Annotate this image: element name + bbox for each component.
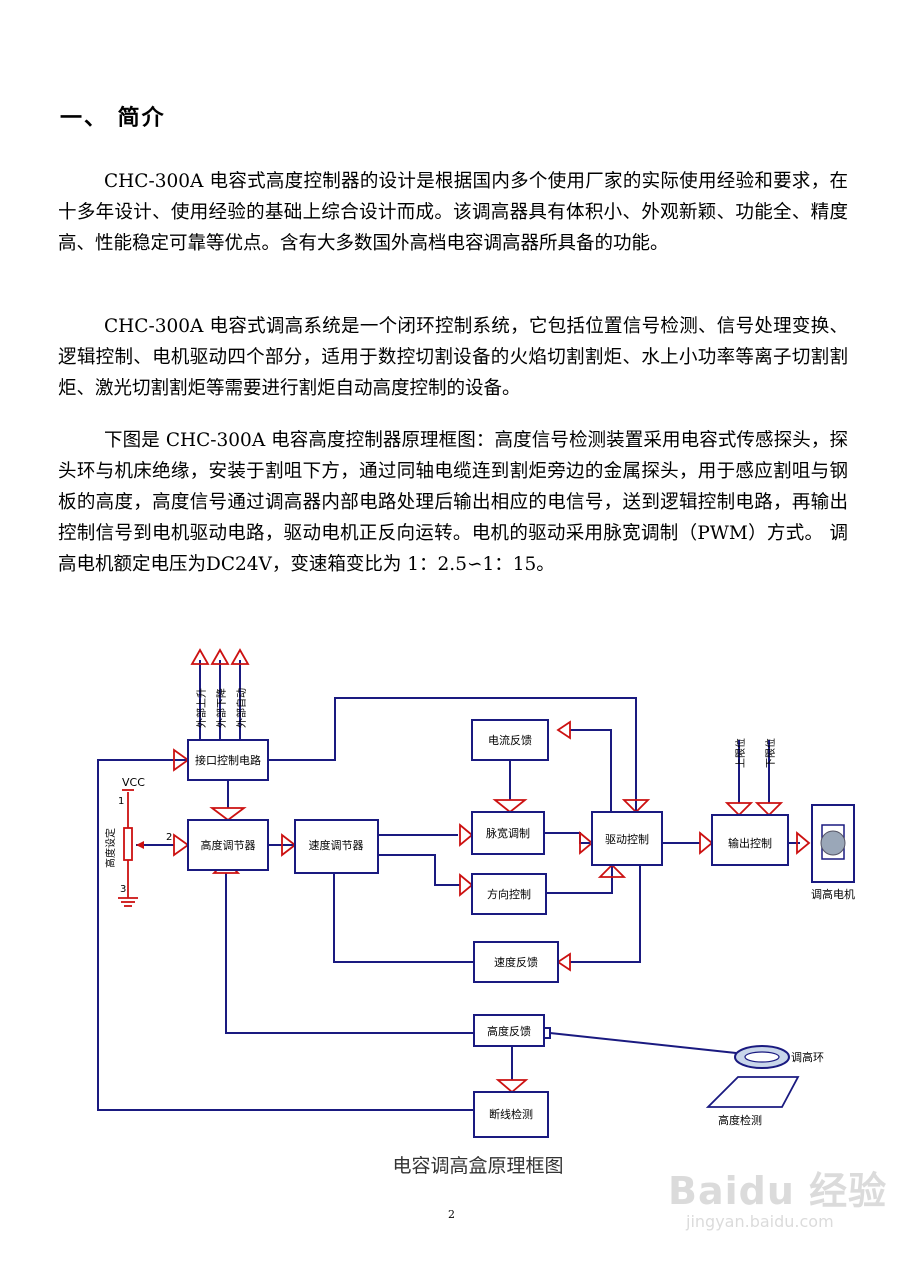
block-drive: 驱动控制 [591,811,663,866]
paragraph-intro: CHC-300A 电容式高度控制器的设计是根据国内多个使用厂家的实际使用经验和要… [58,171,848,254]
section-heading: 一、 简介 [60,106,166,131]
watermark-url: jingyan.baidu.com [686,1212,834,1231]
pot-pin2: 2 [166,832,172,843]
svg-text:方向控制: 方向控制 [487,887,531,901]
svg-text:断线检测: 断线检测 [489,1107,533,1121]
block-interface: 接口控制电路 [187,739,269,781]
watermark: Baidu 经验 jingyan.baidu.com [648,1150,888,1250]
input-up-label: 外部上升 [195,688,208,728]
motor: 调高电机 [811,804,855,901]
paragraph-principle: 下图是 CHC-300A 电容高度控制器原理框图：高度信号检测装置采用电容式传感… [58,430,848,575]
sensor-ring: 调高环 [734,1045,824,1069]
svg-text:驱动控制: 驱动控制 [605,832,649,846]
svg-text:速度反馈: 速度反馈 [494,955,538,969]
detect-label: 高度检测 [718,1113,762,1127]
pot-pin1: 1 [118,796,124,807]
block-pwm: 脉宽调制 [471,811,545,855]
ring-label: 调高环 [791,1050,824,1064]
paragraph-system: CHC-300A 电容式调高系统是一个闭环控制系统，它包括位置信号检测、信号处理… [58,316,848,399]
upper-limit-label: 上限位 [734,738,747,768]
input-auto-label: 外部自动 [235,688,248,728]
diagram-caption: 电容调高盒原理框图 [392,1155,563,1177]
block-break-detect: 断线检测 [473,1091,549,1138]
block-output: 输出控制 [711,814,789,866]
svg-text:高度反馈: 高度反馈 [487,1024,531,1038]
svg-text:高度调节器: 高度调节器 [201,838,256,852]
block-speed-feedback: 速度反馈 [473,941,559,983]
block-diagram: VCC 1 2 3 高度设定 外部上升 外部下降 外部自动 上限位 下限位 接口… [97,648,855,1177]
input-down-label: 外部下降 [215,688,228,728]
detect-plate: 高度检测 [705,1076,800,1127]
height-set-label: 高度设定 [104,828,117,868]
potentiometer: VCC 1 2 3 高度设定 [104,776,172,907]
svg-text:速度调节器: 速度调节器 [309,838,364,852]
vcc-label: VCC [122,776,145,789]
block-direction: 方向控制 [471,873,547,915]
svg-text:电流反馈: 电流反馈 [488,733,532,747]
block-current-feedback: 电流反馈 [471,719,549,761]
watermark-logo: Baidu 经验 [668,1169,888,1213]
svg-text:脉宽调制: 脉宽调制 [486,826,530,840]
block-speed-regulator: 速度调节器 [294,819,379,874]
block-height-feedback: 高度反馈 [473,1014,551,1047]
block-height-regulator: 高度调节器 [187,819,269,871]
lower-limit-label: 下限位 [764,738,777,768]
page-number: 2 [448,1208,455,1221]
input-labels: 外部上升 外部下降 外部自动 上限位 下限位 [195,688,777,768]
svg-text:输出控制: 输出控制 [728,836,772,850]
motor-label: 调高电机 [811,887,855,901]
svg-text:接口控制电路: 接口控制电路 [195,753,261,767]
pot-pin3: 3 [120,884,126,895]
